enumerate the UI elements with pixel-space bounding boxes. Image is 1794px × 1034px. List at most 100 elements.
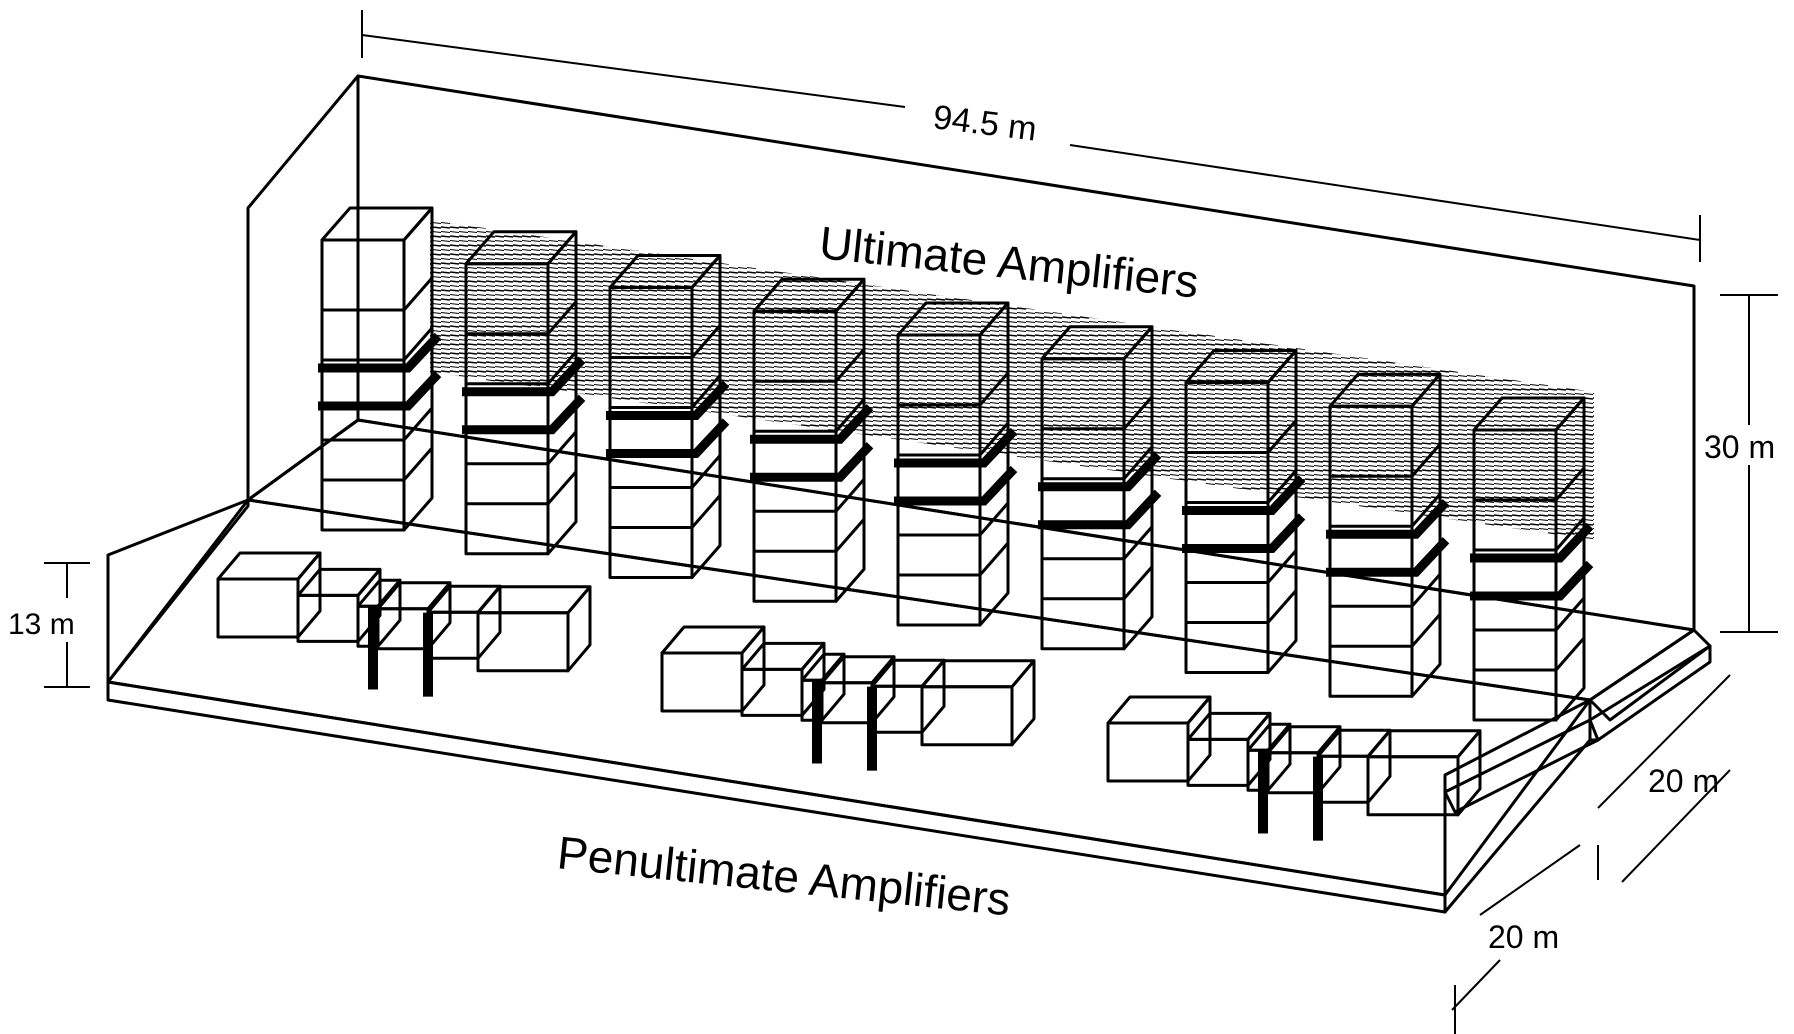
penultimate-module-front [426, 610, 480, 660]
penultimate-clamp-bar [368, 605, 378, 690]
penultimate-module-top [216, 551, 322, 581]
tower-collar-band [318, 370, 442, 411]
penultimate-amplifiers-group [216, 551, 1482, 841]
tower-segment-line [608, 324, 722, 359]
tower-top [608, 254, 722, 289]
penultimate-module-top [296, 567, 382, 597]
tower-segment-line [1328, 612, 1442, 648]
penultimate-clamp-bar [812, 679, 822, 764]
penultimate-module-top [1186, 711, 1272, 741]
ultimate-amplifier-tower [1326, 372, 1450, 698]
length-dim-line-left [361, 34, 906, 108]
height-high-label: 30 m [1704, 429, 1775, 465]
tower-segment-line [896, 421, 1010, 457]
tower-front [320, 238, 406, 532]
depth-lower-line-2 [1451, 959, 1501, 1011]
penultimate-module [476, 585, 592, 673]
penultimate-amplifier [216, 551, 592, 697]
tower-collar-band [1182, 475, 1306, 515]
penultimate-module-front [740, 667, 804, 717]
penultimate-module-front [870, 684, 924, 734]
penultimate-module-top [376, 581, 452, 611]
tower-collar-band [606, 418, 730, 458]
tower-segment-line [1184, 589, 1298, 624]
tower-segment-line [752, 347, 866, 383]
tower-collar-band [1326, 537, 1450, 577]
ultimate-amplifier-tower [462, 230, 586, 556]
tower-segment-line [896, 541, 1010, 577]
ultimate-amplifier-tower [1038, 325, 1162, 651]
left-high-wall [246, 74, 360, 502]
penultimate-module-top [1266, 725, 1342, 755]
tower-collar-band [894, 427, 1018, 468]
penultimate-clamp-bar [867, 686, 877, 771]
ultimate-amplifiers-group [318, 206, 1594, 722]
penultimate-module-top [1366, 729, 1482, 759]
tower-segment-line [752, 397, 866, 433]
tower-collar-band [750, 442, 874, 482]
length-dim-line-right [1069, 144, 1701, 241]
tower-segment-line [320, 446, 434, 482]
ultimate-amplifier-tower [1470, 396, 1594, 722]
tower-segment-line [320, 406, 434, 442]
penultimate-module-front [1266, 751, 1320, 795]
tower-collar-band [750, 404, 874, 444]
tower-segment-line [1472, 516, 1586, 552]
penultimate-module-front [820, 681, 874, 725]
tower-segment-line [320, 276, 434, 312]
tower-collar-band [462, 394, 586, 435]
penultimate-module [920, 659, 1036, 747]
tower-segment-line [1040, 445, 1154, 481]
tower-segment-line [752, 517, 866, 553]
tower-segment-line [464, 350, 578, 386]
tower-top [1184, 349, 1298, 384]
tower-collar-band [1182, 513, 1306, 553]
tower-segment-line [1184, 469, 1298, 504]
tower-segment-line [1184, 419, 1298, 454]
penultimate-module-top [660, 625, 766, 655]
penultimate-amplifier [1106, 695, 1482, 841]
tower-segment-line [608, 374, 722, 409]
penultimate-module [1366, 729, 1482, 817]
tower-segment-line [1184, 549, 1298, 584]
tower-segment-line [608, 454, 722, 489]
right-low-wall [1443, 698, 1592, 914]
penultimate-module-front [216, 577, 300, 639]
depth-upper-line-2 [1621, 769, 1731, 883]
ultimate-amplifier-tower [750, 277, 874, 603]
tower-top [752, 277, 866, 313]
penultimate-amplifier [660, 625, 1036, 771]
tower-segment-line [1328, 572, 1442, 608]
tower-segment-line [896, 371, 1010, 407]
dimension-lines [44, 10, 1778, 1034]
penultimate-module-front [1106, 721, 1190, 783]
ultimate-amplifier-tower [606, 254, 730, 579]
penultimate-clamp-bar [1258, 749, 1268, 834]
ultimate-amplifier-tower [1182, 349, 1306, 674]
penultimate-amplifiers-title: Penultimate Amplifiers [555, 826, 1013, 925]
penultimate-module-front [376, 607, 430, 651]
tower-segment-line [1040, 525, 1154, 561]
depth-upper-label: 20 m [1648, 763, 1719, 799]
penultimate-module-top [920, 659, 1036, 689]
tower-segment-line [320, 326, 434, 362]
penultimate-module-top [1106, 695, 1212, 725]
penultimate-module-front [1186, 737, 1250, 787]
tower-collar-band [1038, 451, 1162, 492]
tower-segment-line [608, 494, 722, 529]
ultimate-amplifier-tower [318, 206, 442, 532]
height-low-label: 13 m [8, 608, 75, 641]
tower-segment-line [1472, 636, 1586, 672]
base-step-lower [1443, 718, 1600, 814]
ultimate-amplifier-tower [894, 301, 1018, 627]
length-dimension-label: 94.5 m [931, 98, 1039, 148]
tower-top [1472, 396, 1586, 432]
tower-segment-line [1328, 442, 1442, 478]
penultimate-module-front [660, 651, 744, 713]
tower-segment-line [896, 501, 1010, 537]
tower-segment-line [1328, 492, 1442, 528]
tower-collar-band [606, 380, 730, 420]
tower-top [1040, 325, 1154, 361]
penultimate-clamp-bar [423, 612, 433, 697]
